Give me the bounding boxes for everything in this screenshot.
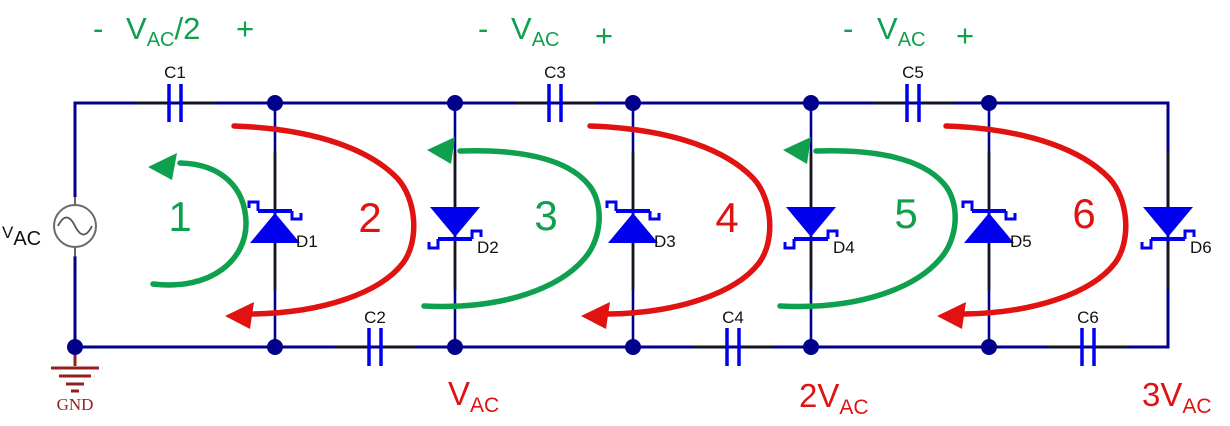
diode-d5: D5	[961, 200, 1032, 251]
output-voltage-label-2: 2VAC	[799, 377, 869, 419]
diode-triangle	[608, 213, 658, 243]
diode-label: D6	[1190, 238, 1212, 257]
loop-curve	[587, 123, 773, 317]
ground-label: GND	[57, 395, 94, 414]
loop-arrowhead	[937, 302, 966, 329]
loop-arrowhead	[427, 137, 455, 164]
loop-number-6: 6	[1072, 190, 1095, 237]
capacitor-c5: C5	[873, 63, 953, 122]
diode-hook-left	[783, 239, 796, 250]
diode-label: D5	[1010, 232, 1032, 251]
loop-3-arrow	[421, 137, 602, 310]
loop-4-arrow	[581, 123, 773, 329]
loop-2-arrow	[225, 123, 417, 329]
capacitor-c2: C2	[335, 308, 415, 366]
diode-hook-right	[648, 211, 661, 221]
stage-voltage-label-2: -VAC+	[478, 11, 613, 53]
diode-hook-left	[1140, 239, 1153, 250]
diode-hook-right	[1183, 229, 1196, 239]
diode-triangle	[430, 207, 480, 237]
loop-arrowhead	[581, 302, 610, 329]
diode-hook-left	[427, 239, 440, 250]
capacitor-c4: C4	[693, 308, 773, 366]
capacitor-label: C3	[544, 63, 566, 82]
diode-hook-left	[961, 200, 974, 211]
stage-voltage-label-1: -VAC/2+	[93, 11, 254, 51]
loop-arrowhead	[225, 302, 254, 329]
junction-dot	[981, 339, 997, 355]
ground-symbol: GND	[51, 352, 99, 414]
output-voltage-label-3: 3VAC	[1142, 376, 1212, 418]
capacitor-c3: C3	[515, 63, 595, 122]
loop-arrowhead	[783, 137, 811, 164]
diode-label: D4	[833, 238, 855, 257]
capacitor-label: C5	[902, 63, 924, 82]
diode-d6: D6	[1140, 207, 1212, 257]
junction-dot	[447, 339, 463, 355]
diode-d4: D4	[783, 207, 855, 257]
junction-dot	[267, 339, 283, 355]
loop-5-arrow	[777, 137, 958, 310]
junction-dot	[981, 95, 997, 111]
diode-d2: D2	[427, 207, 499, 257]
loop-1-arrow	[148, 153, 249, 288]
diode-triangle	[250, 213, 300, 243]
diode-hook-left	[247, 200, 260, 211]
loop-curve	[231, 123, 417, 317]
diode-hook-right	[826, 229, 839, 239]
loop-curve	[150, 160, 249, 288]
output-voltage-label-1: VAC	[448, 375, 499, 417]
junction-dot	[67, 339, 83, 355]
junction-dot	[803, 95, 819, 111]
diode-triangle	[786, 207, 836, 237]
junction-dot	[625, 339, 641, 355]
junction-dot	[803, 339, 819, 355]
diode-hook-right	[470, 229, 483, 239]
junction-dots	[67, 95, 997, 355]
loop-number-5: 5	[894, 190, 917, 237]
loop-arrowhead	[148, 153, 177, 180]
diode-hook-right	[1004, 211, 1017, 221]
loop-curve	[777, 147, 958, 310]
loop-6-arrow	[937, 123, 1129, 329]
diode-d3: D3	[605, 200, 676, 251]
diode-d1: D1	[247, 200, 318, 251]
capacitor-label: C6	[1077, 308, 1099, 327]
capacitor-label: C4	[722, 308, 744, 327]
loop-number-3: 3	[534, 192, 557, 239]
loop-number-1: 1	[168, 193, 191, 240]
loop-number-2: 2	[358, 194, 381, 241]
junction-dot	[267, 95, 283, 111]
diode-label: D1	[296, 232, 318, 251]
diode-triangle	[1143, 207, 1193, 237]
capacitor-c6: C6	[1048, 308, 1128, 366]
capacitor-label: C1	[164, 63, 186, 82]
capacitor-label: C2	[364, 308, 386, 327]
junction-dot	[447, 95, 463, 111]
ac-source: VAC	[2, 197, 97, 257]
source-label: VAC	[2, 223, 41, 250]
loop-curve	[421, 147, 602, 310]
diode-hook-left	[605, 200, 618, 211]
capacitor-c1: C1	[135, 63, 215, 122]
sine-wave-icon	[57, 216, 93, 236]
diode-triangle	[964, 213, 1014, 243]
stage-voltage-label-3: -VAC+	[843, 11, 974, 53]
diode-hook-right	[290, 211, 303, 221]
diode-label: D3	[654, 232, 676, 251]
diode-label: D2	[477, 238, 499, 257]
loop-curve	[943, 123, 1129, 317]
junction-dot	[625, 95, 641, 111]
loop-number-4: 4	[715, 194, 738, 241]
